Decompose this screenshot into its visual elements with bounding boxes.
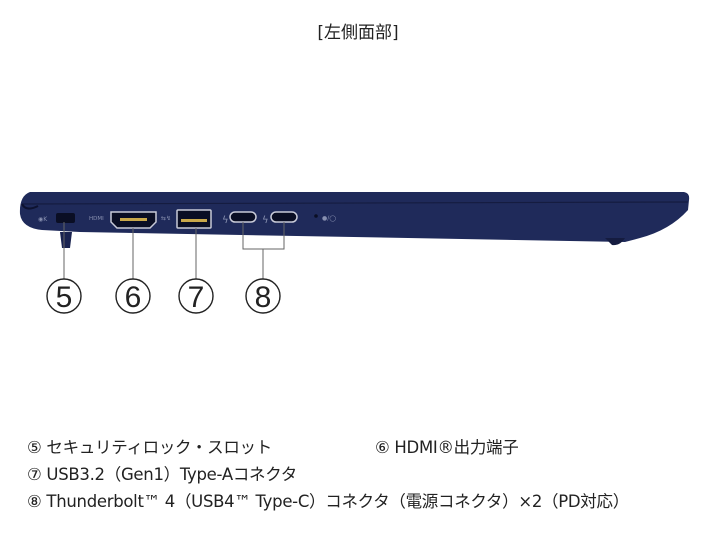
security-slot: ◉K [38, 213, 75, 223]
legend-item-thunderbolt: ⑧ Thunderbolt™ 4（USB4™ Type-C）コネクタ（電源コネク… [27, 492, 629, 511]
callout-7: 7 [178, 278, 214, 314]
foot-right [605, 238, 625, 246]
legend-item-hdmi: ⑥ HDMI®出力端子 [375, 438, 519, 457]
thunderbolt-icon: ϟ [222, 215, 229, 226]
legend-item-security-slot: ⑤ セキュリティロック・スロット [27, 438, 272, 457]
svg-text:5: 5 [56, 281, 73, 314]
power-icon: ●/◯ [322, 215, 336, 222]
power-led: ●/◯ [314, 214, 336, 222]
callout-8: 8 [245, 278, 281, 314]
thunderbolt-icon: ϟ [262, 215, 269, 226]
callout-5: 5 [46, 278, 82, 314]
hdmi-label: HDMI [89, 216, 104, 222]
usb-icon: ⇆↯ [161, 215, 171, 222]
callout-lines [63, 222, 285, 279]
page-title: [左側面部] [317, 23, 399, 43]
svg-text:7: 7 [188, 281, 205, 314]
svg-text:8: 8 [255, 281, 272, 314]
hdmi-port: HDMI [89, 211, 157, 229]
svg-text:6: 6 [125, 281, 142, 314]
laptop-body [19, 192, 690, 248]
foot-left [60, 232, 72, 248]
callout-6: 6 [115, 278, 151, 314]
legend-item-usb-a: ⑦ USB3.2（Gen1）Type-Aコネクタ [27, 465, 297, 484]
lock-icon: ◉K [38, 216, 48, 223]
usb-a-port: ⇆↯ [161, 209, 212, 229]
